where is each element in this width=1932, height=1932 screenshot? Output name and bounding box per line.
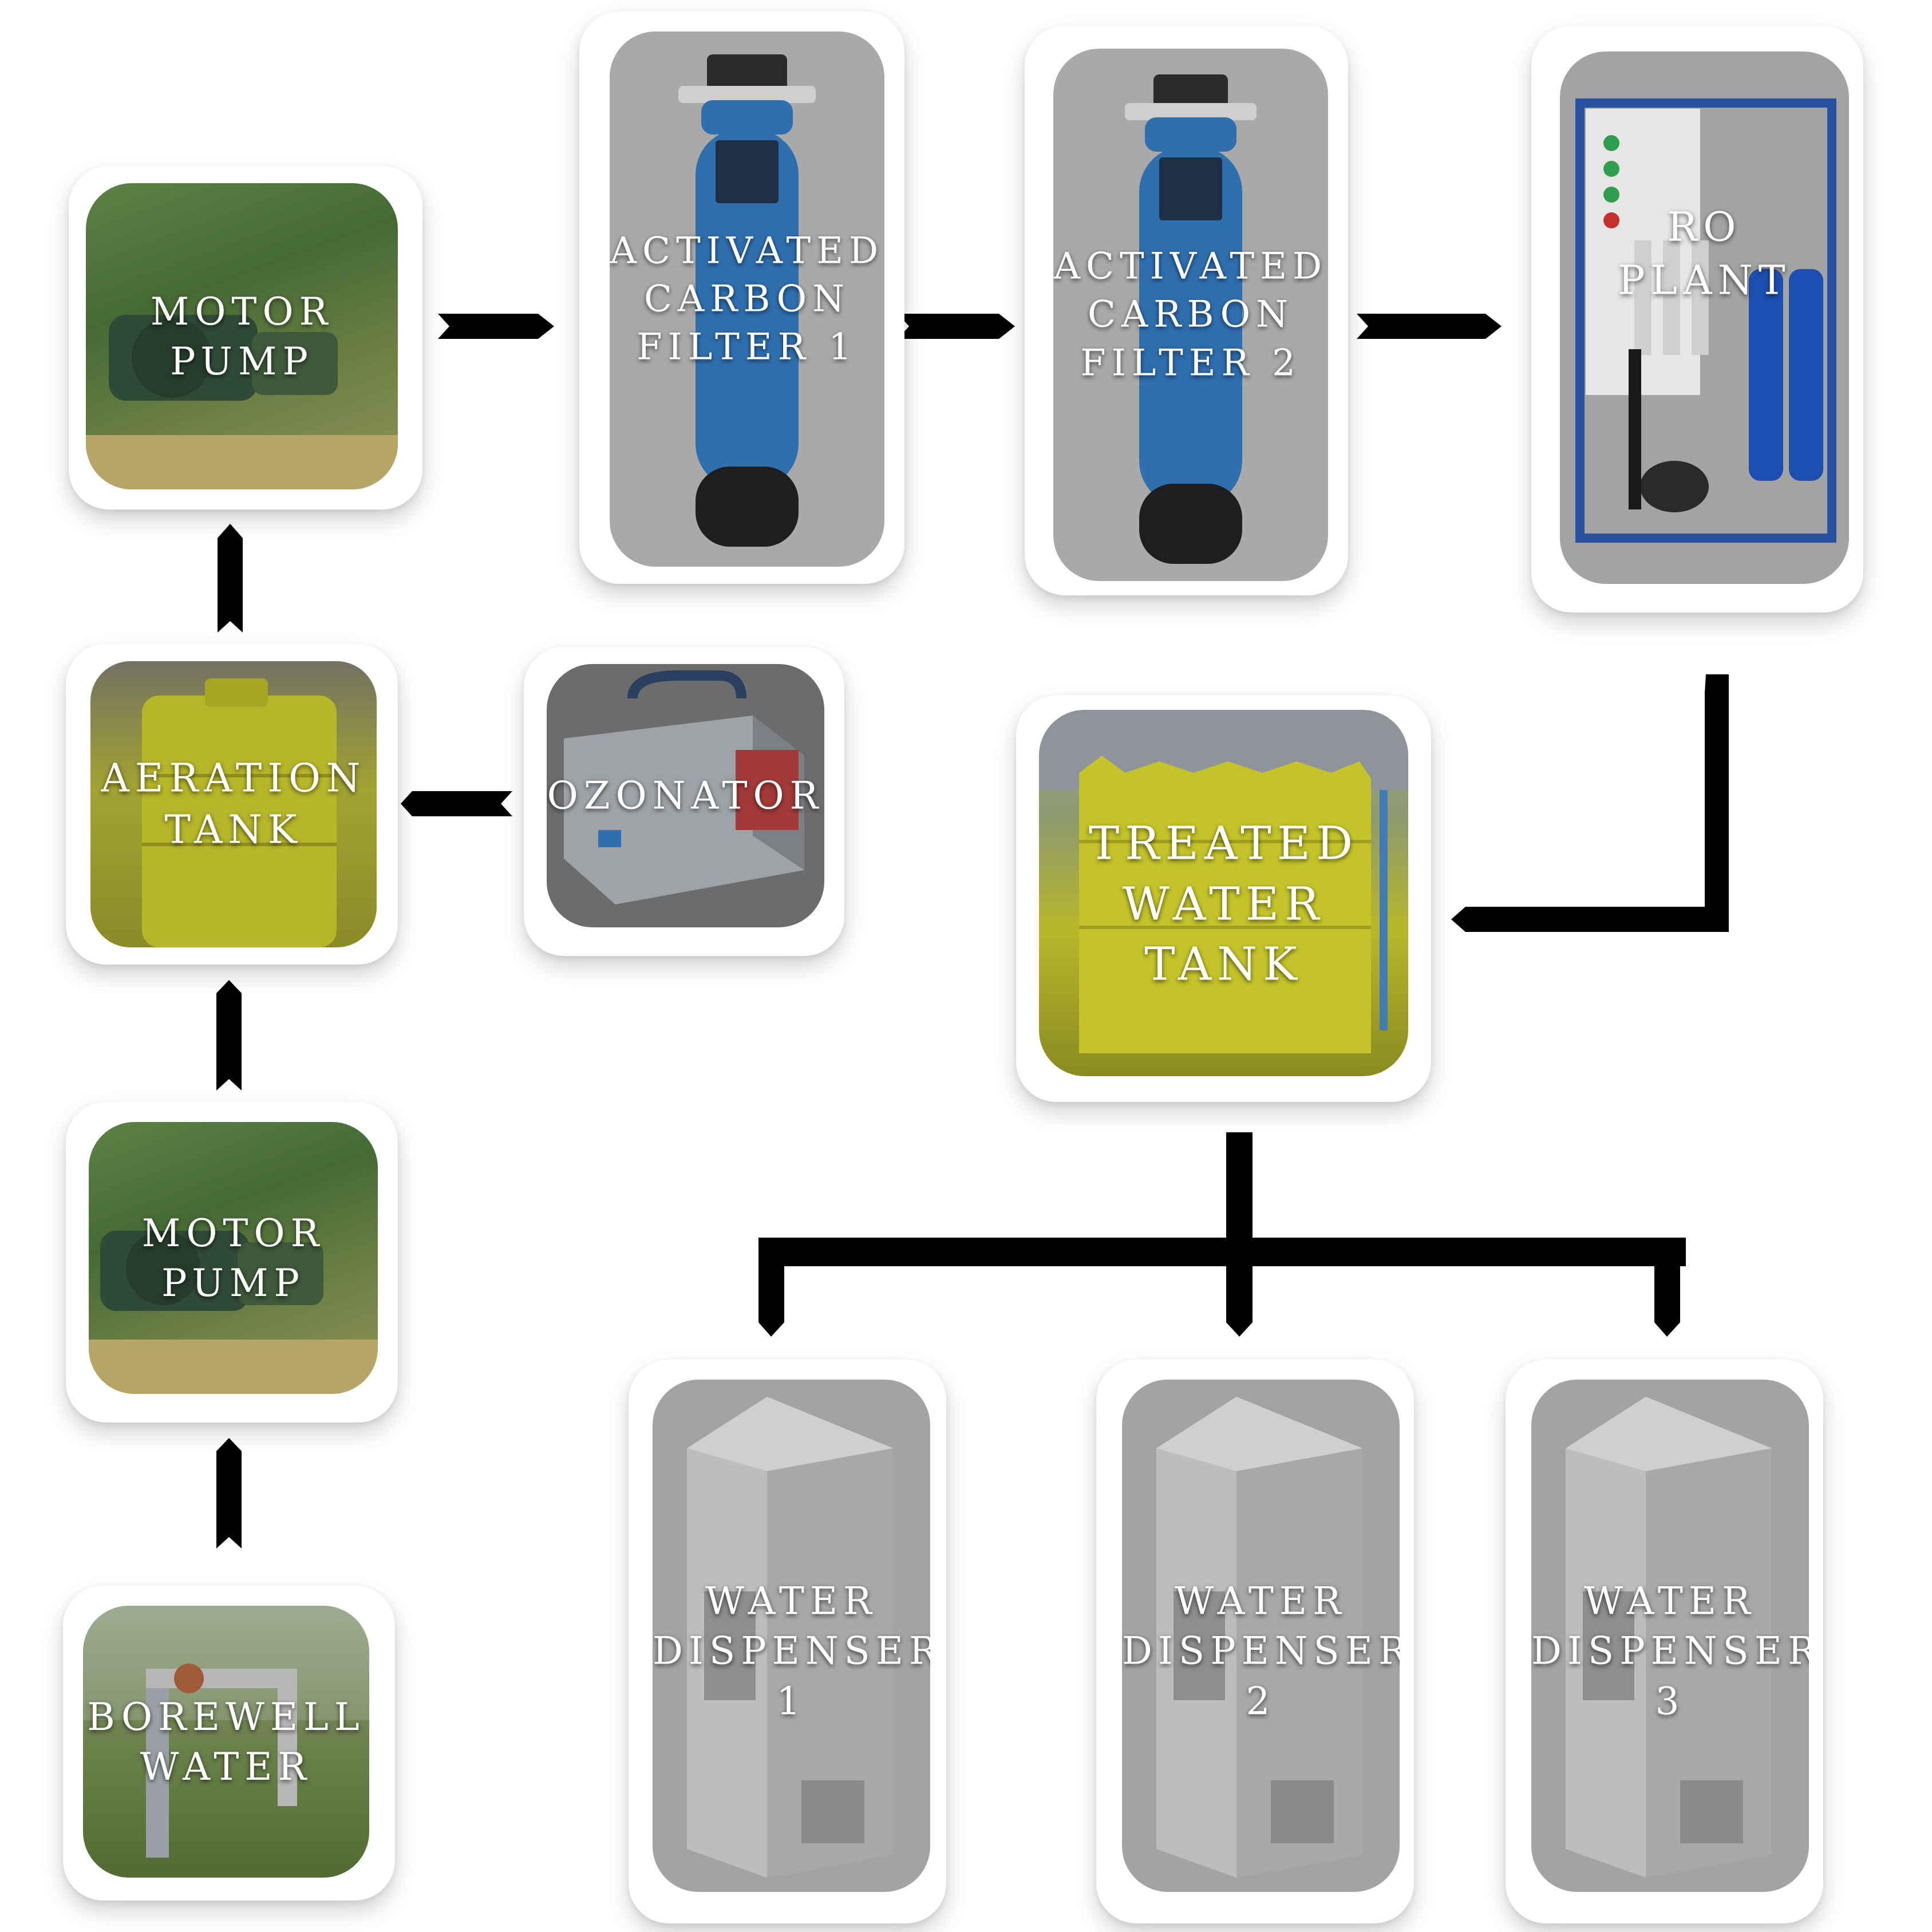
arrow-to-dispenser-3 — [1654, 1239, 1680, 1337]
label-water-dispenser-2: WATER DISPENSER 2 — [1122, 1577, 1400, 1726]
node-motor-pump-bottom[interactable]: MOTOR PUMP — [89, 1122, 378, 1394]
arrow-ro-to-treated-tank — [1451, 674, 1729, 932]
label-line: DISPENSER — [653, 1629, 930, 1673]
ro-plant-image — [1575, 98, 1836, 543]
node-treated-water-tank[interactable]: TREATED WATER TANK — [1039, 710, 1408, 1076]
arrow-treated-to-manifold — [1226, 1132, 1253, 1239]
arrow-aeration-to-pump — [218, 524, 243, 633]
label-line: 2 — [1246, 1678, 1276, 1723]
label-water-dispenser-3: WATER DISPENSER 3 — [1531, 1577, 1809, 1726]
arrow-filter2-to-ro — [1357, 314, 1502, 339]
label-line: WATER — [705, 1579, 878, 1623]
label-line: TREATED — [1088, 816, 1359, 870]
label-line: ACTIVATED — [610, 229, 884, 272]
node-water-dispenser-3[interactable]: WATER DISPENSER 3 — [1531, 1380, 1809, 1892]
node-borewell-water[interactable]: BOREWELL WATER — [83, 1606, 369, 1878]
label-treated-water-tank: TREATED WATER TANK — [1039, 813, 1408, 995]
node-carbon-filter-2[interactable]: ACTIVATED CARBON FILTER 2 — [1053, 49, 1328, 581]
label-line: TANK — [1144, 937, 1303, 991]
label-water-dispenser-1: WATER DISPENSER 1 — [653, 1577, 930, 1726]
node-ro-plant[interactable]: RO PLANT — [1560, 52, 1849, 584]
label-line: CARBON — [643, 278, 851, 321]
arrow-borewell-to-pump — [216, 1438, 242, 1548]
treated-water-tank-image — [1039, 710, 1408, 1053]
label-line: MOTOR — [150, 289, 334, 334]
label-line: ACTIVATED — [1053, 245, 1328, 288]
node-motor-pump-top[interactable]: MOTOR PUMP — [86, 183, 398, 489]
label-line: CARBON — [1087, 293, 1294, 336]
manifold-bar — [758, 1238, 1686, 1266]
motor-pump-image — [86, 183, 398, 489]
label-line: FILTER 2 — [1080, 342, 1301, 385]
label-line: TANK — [164, 807, 303, 852]
node-water-dispenser-1[interactable]: WATER DISPENSER 1 — [653, 1380, 930, 1892]
motor-pump-image — [89, 1122, 378, 1394]
label-motor-pump-top: MOTOR PUMP — [86, 286, 398, 386]
water-dispenser-image — [1156, 1397, 1362, 1878]
label-ozonator: OZONATOR — [547, 771, 824, 820]
label-line: BOREWELL — [87, 1694, 365, 1739]
node-ozonator[interactable]: OZONATOR — [547, 664, 824, 927]
water-dispenser-image — [687, 1397, 893, 1878]
arrow-to-dispenser-1 — [758, 1239, 784, 1337]
label-line: OZONATOR — [547, 773, 824, 818]
aeration-tank-image — [90, 661, 377, 947]
label-carbon-filter-1: ACTIVATED CARBON FILTER 1 — [610, 227, 884, 372]
node-water-dispenser-2[interactable]: WATER DISPENSER 2 — [1122, 1380, 1400, 1892]
label-ro-plant: RO PLANT — [1560, 201, 1849, 307]
label-aeration-tank: AERATION TANK — [90, 753, 377, 856]
arrow-to-dispenser-2 — [1226, 1239, 1253, 1337]
label-line: WATER — [140, 1744, 313, 1789]
label-line: DISPENSER — [1531, 1629, 1809, 1673]
water-dispenser-image — [1566, 1397, 1772, 1878]
node-aeration-tank[interactable]: AERATION TANK — [90, 661, 377, 947]
arrow-ozonator-to-aeration — [401, 791, 512, 816]
label-line: PUMP — [170, 339, 314, 384]
label-line: DISPENSER — [1122, 1629, 1400, 1673]
carbon-filter-image — [1125, 74, 1257, 564]
label-line: AERATION — [101, 756, 366, 801]
label-line: RO — [1667, 204, 1742, 251]
label-line: WATER — [1175, 1579, 1347, 1623]
arrow-pump-to-filter1 — [438, 314, 554, 339]
arrow-filter1-to-filter2 — [898, 314, 1015, 339]
label-line: FILTER 1 — [637, 326, 858, 369]
label-line: 1 — [776, 1678, 807, 1723]
ozonator-image — [564, 670, 804, 904]
label-carbon-filter-2: ACTIVATED CARBON FILTER 2 — [1053, 242, 1328, 387]
borewell-image — [83, 1606, 369, 1858]
carbon-filter-image — [678, 54, 816, 547]
label-line: WATER — [1584, 1579, 1756, 1623]
label-line: PLANT — [1618, 256, 1791, 304]
node-carbon-filter-1[interactable]: ACTIVATED CARBON FILTER 1 — [610, 31, 884, 567]
arrow-pump-to-aeration — [216, 980, 242, 1091]
label-borewell-water: BOREWELL WATER — [83, 1692, 369, 1791]
label-motor-pump-bottom: MOTOR PUMP — [89, 1208, 378, 1307]
label-line: MOTOR — [141, 1211, 325, 1255]
label-line: PUMP — [161, 1261, 305, 1305]
label-line: 3 — [1655, 1678, 1685, 1723]
label-line: WATER — [1122, 877, 1325, 931]
